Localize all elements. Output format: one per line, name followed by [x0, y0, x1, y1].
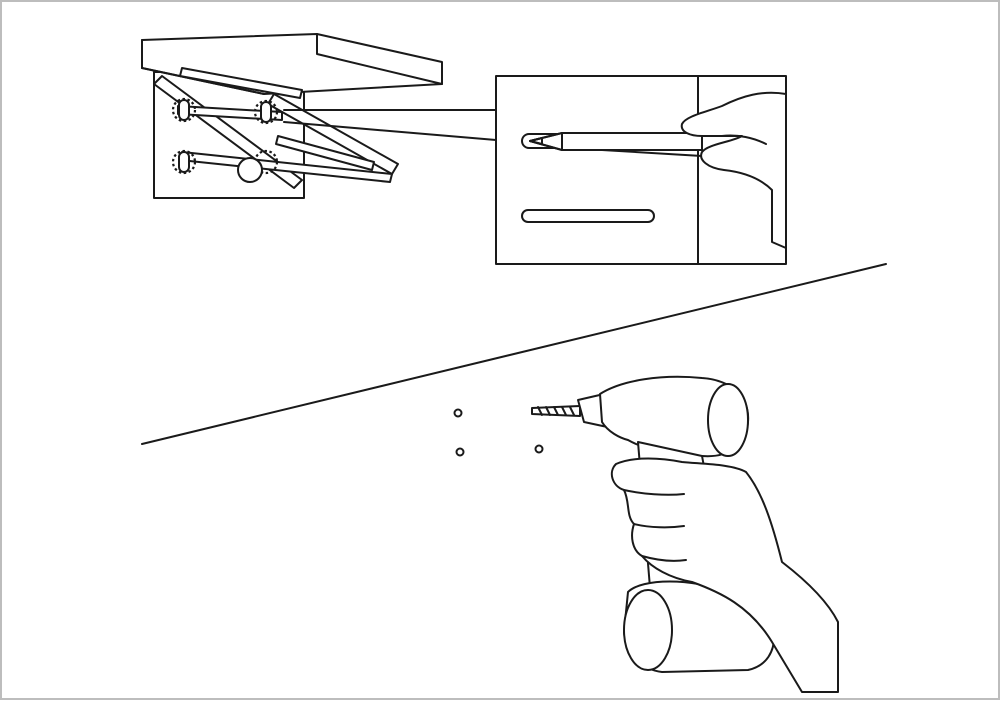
bracket-knob: [237, 157, 263, 183]
slot-bottom-left: [178, 151, 190, 173]
zoom-connector-bottom: [283, 121, 497, 141]
shelf-bracket-assembly: [141, 33, 443, 199]
drill-hole-3: [534, 444, 544, 454]
pencil-marking-detail: [495, 75, 787, 265]
bracket-rod-top: [179, 67, 303, 99]
drill-motor-cap: [707, 383, 749, 457]
floor-wall-line: [141, 263, 887, 445]
hand-finger-crease: [721, 134, 767, 145]
screw-mark-bottom-right: [253, 149, 279, 175]
slot-top-right: [260, 101, 272, 123]
finger-line-1: [623, 489, 685, 496]
shelf-board-front-top: [316, 33, 443, 85]
pencil-lead: [529, 137, 543, 145]
finger-line-3: [641, 555, 687, 562]
battery-end: [623, 589, 673, 671]
finger-line-2: [633, 523, 685, 529]
detail-slot-lower: [521, 209, 655, 223]
slot-top-left: [178, 99, 190, 121]
drill-bit-twist: [537, 406, 575, 416]
pencil-line: [601, 149, 703, 157]
hand-holding-drill: [610, 457, 839, 693]
hand: [610, 457, 839, 693]
drill-hole-1: [453, 408, 463, 418]
drill-hole-2: [455, 447, 465, 457]
bracket-rod-middle: [275, 135, 375, 171]
